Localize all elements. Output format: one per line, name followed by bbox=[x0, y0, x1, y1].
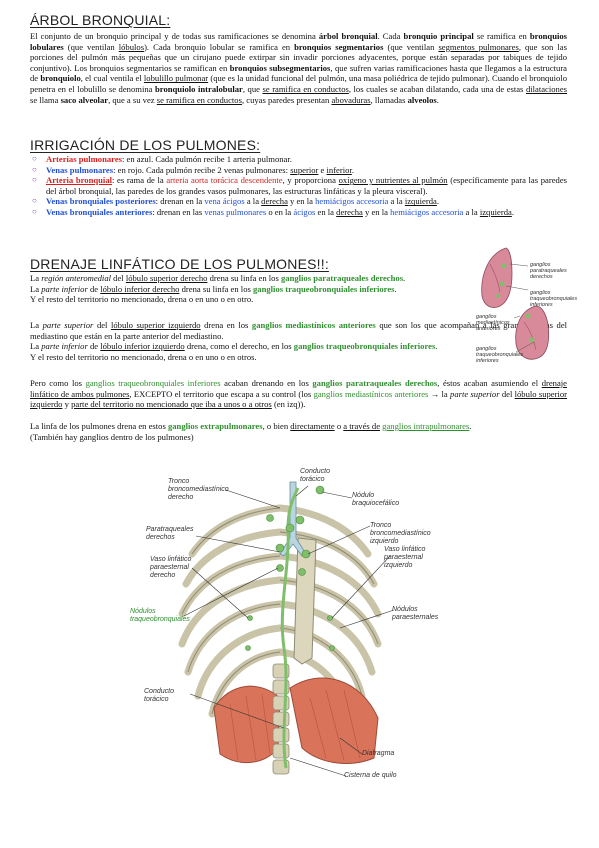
bullet-icon: ○ bbox=[32, 196, 37, 206]
label-nodulo-braquiocefalico: Nódulo braquiocefálico bbox=[352, 492, 400, 507]
lung-label-3: ganglios mediastínicos anteriores bbox=[476, 314, 510, 332]
label-tronco-broncomediastinico-derecho: Tronco broncomediastínico derecho bbox=[168, 478, 229, 501]
list-item: ○ Venas bronquiales posteriores: drenan … bbox=[32, 196, 439, 207]
label-tronco-broncomediastinico-izquierdo: Tronco broncomediastínico izquierdo bbox=[370, 522, 431, 545]
paragraph-drenaje-2: La parte superior del lóbulo superior iz… bbox=[30, 320, 568, 362]
lung-label-1: ganglios paratraqueales derechos bbox=[530, 262, 567, 280]
label-conducto-toracico-inferior: Conducto torácico bbox=[144, 688, 174, 703]
paragraph-arbol-bronquial: El conjunto de un bronquio principal y d… bbox=[30, 31, 568, 105]
lung-label-2: ganglios traqueobronquiales inferiores bbox=[530, 290, 578, 308]
bullet-icon: ○ bbox=[32, 206, 37, 216]
thorax-drawing bbox=[130, 468, 430, 791]
bullet-icon: ○ bbox=[32, 164, 37, 174]
label-cisterna-de-quilo: Cisterna de quilo bbox=[344, 772, 397, 779]
bullet-icon: ○ bbox=[32, 175, 37, 185]
paragraph-drenaje-1: La región anteromedial del lóbulo superi… bbox=[30, 273, 406, 305]
list-item: ○ Venas pulmonares: en rojo. Cada pulmón… bbox=[32, 164, 354, 175]
label-diafragma: Diafragma bbox=[362, 750, 395, 757]
label-nodulos-traqueobronquiales: Nódulos traqueobronquiales bbox=[130, 608, 190, 623]
list-item: ○ Venas bronquiales anteriores: drenan e… bbox=[32, 206, 514, 217]
thorax-lymphatic-illustration: Tronco broncomediastínico derecho Conduc… bbox=[130, 468, 439, 791]
paragraph-drenaje-4: La linfa de los pulmones drena en estos … bbox=[30, 421, 472, 442]
lung-label-4: ganglios traqueobronquiales inferiores bbox=[476, 346, 524, 364]
label-conducto-toracico-superior: Conducto torácico bbox=[300, 468, 330, 483]
lung-illustration: ganglios paratraqueales derechos ganglio… bbox=[476, 244, 581, 369]
list-item: ○ Arteria bronquial: es rama de la arter… bbox=[32, 175, 567, 196]
lung-drawing bbox=[481, 247, 550, 360]
label-paratraqueales-derechos: Paratraqueales derechos bbox=[146, 526, 194, 541]
paragraph-drenaje-3: Pero como los ganglios traqueobronquiale… bbox=[30, 378, 568, 410]
list-item: ○ Arterias pulmonares: en azul. Cada pul… bbox=[32, 154, 292, 164]
list-irrigacion: ○ Arterias pulmonares: en azul. Cada pul… bbox=[30, 154, 567, 218]
heading-irrigacion: IRRIGACIÓN DE LOS PULMONES: bbox=[30, 137, 261, 153]
label-vaso-linfatico-paraesternal-izquierdo: Vaso linfático paraesternal izquierdo bbox=[384, 546, 426, 569]
bullet-icon: ○ bbox=[32, 154, 37, 163]
label-vaso-linfatico-paraesternal-derecho: Vaso linfático paraesternal derecho bbox=[150, 556, 192, 579]
heading-drenaje-linfatico: DRENAJE LINFÁTICO DE LOS PULMONES!!: bbox=[30, 256, 329, 272]
heading-arbol-bronquial: ÁRBOL BRONQUIAL: bbox=[30, 12, 171, 28]
label-nodulos-paraesternales: Nódulos paraesternales bbox=[392, 606, 439, 621]
